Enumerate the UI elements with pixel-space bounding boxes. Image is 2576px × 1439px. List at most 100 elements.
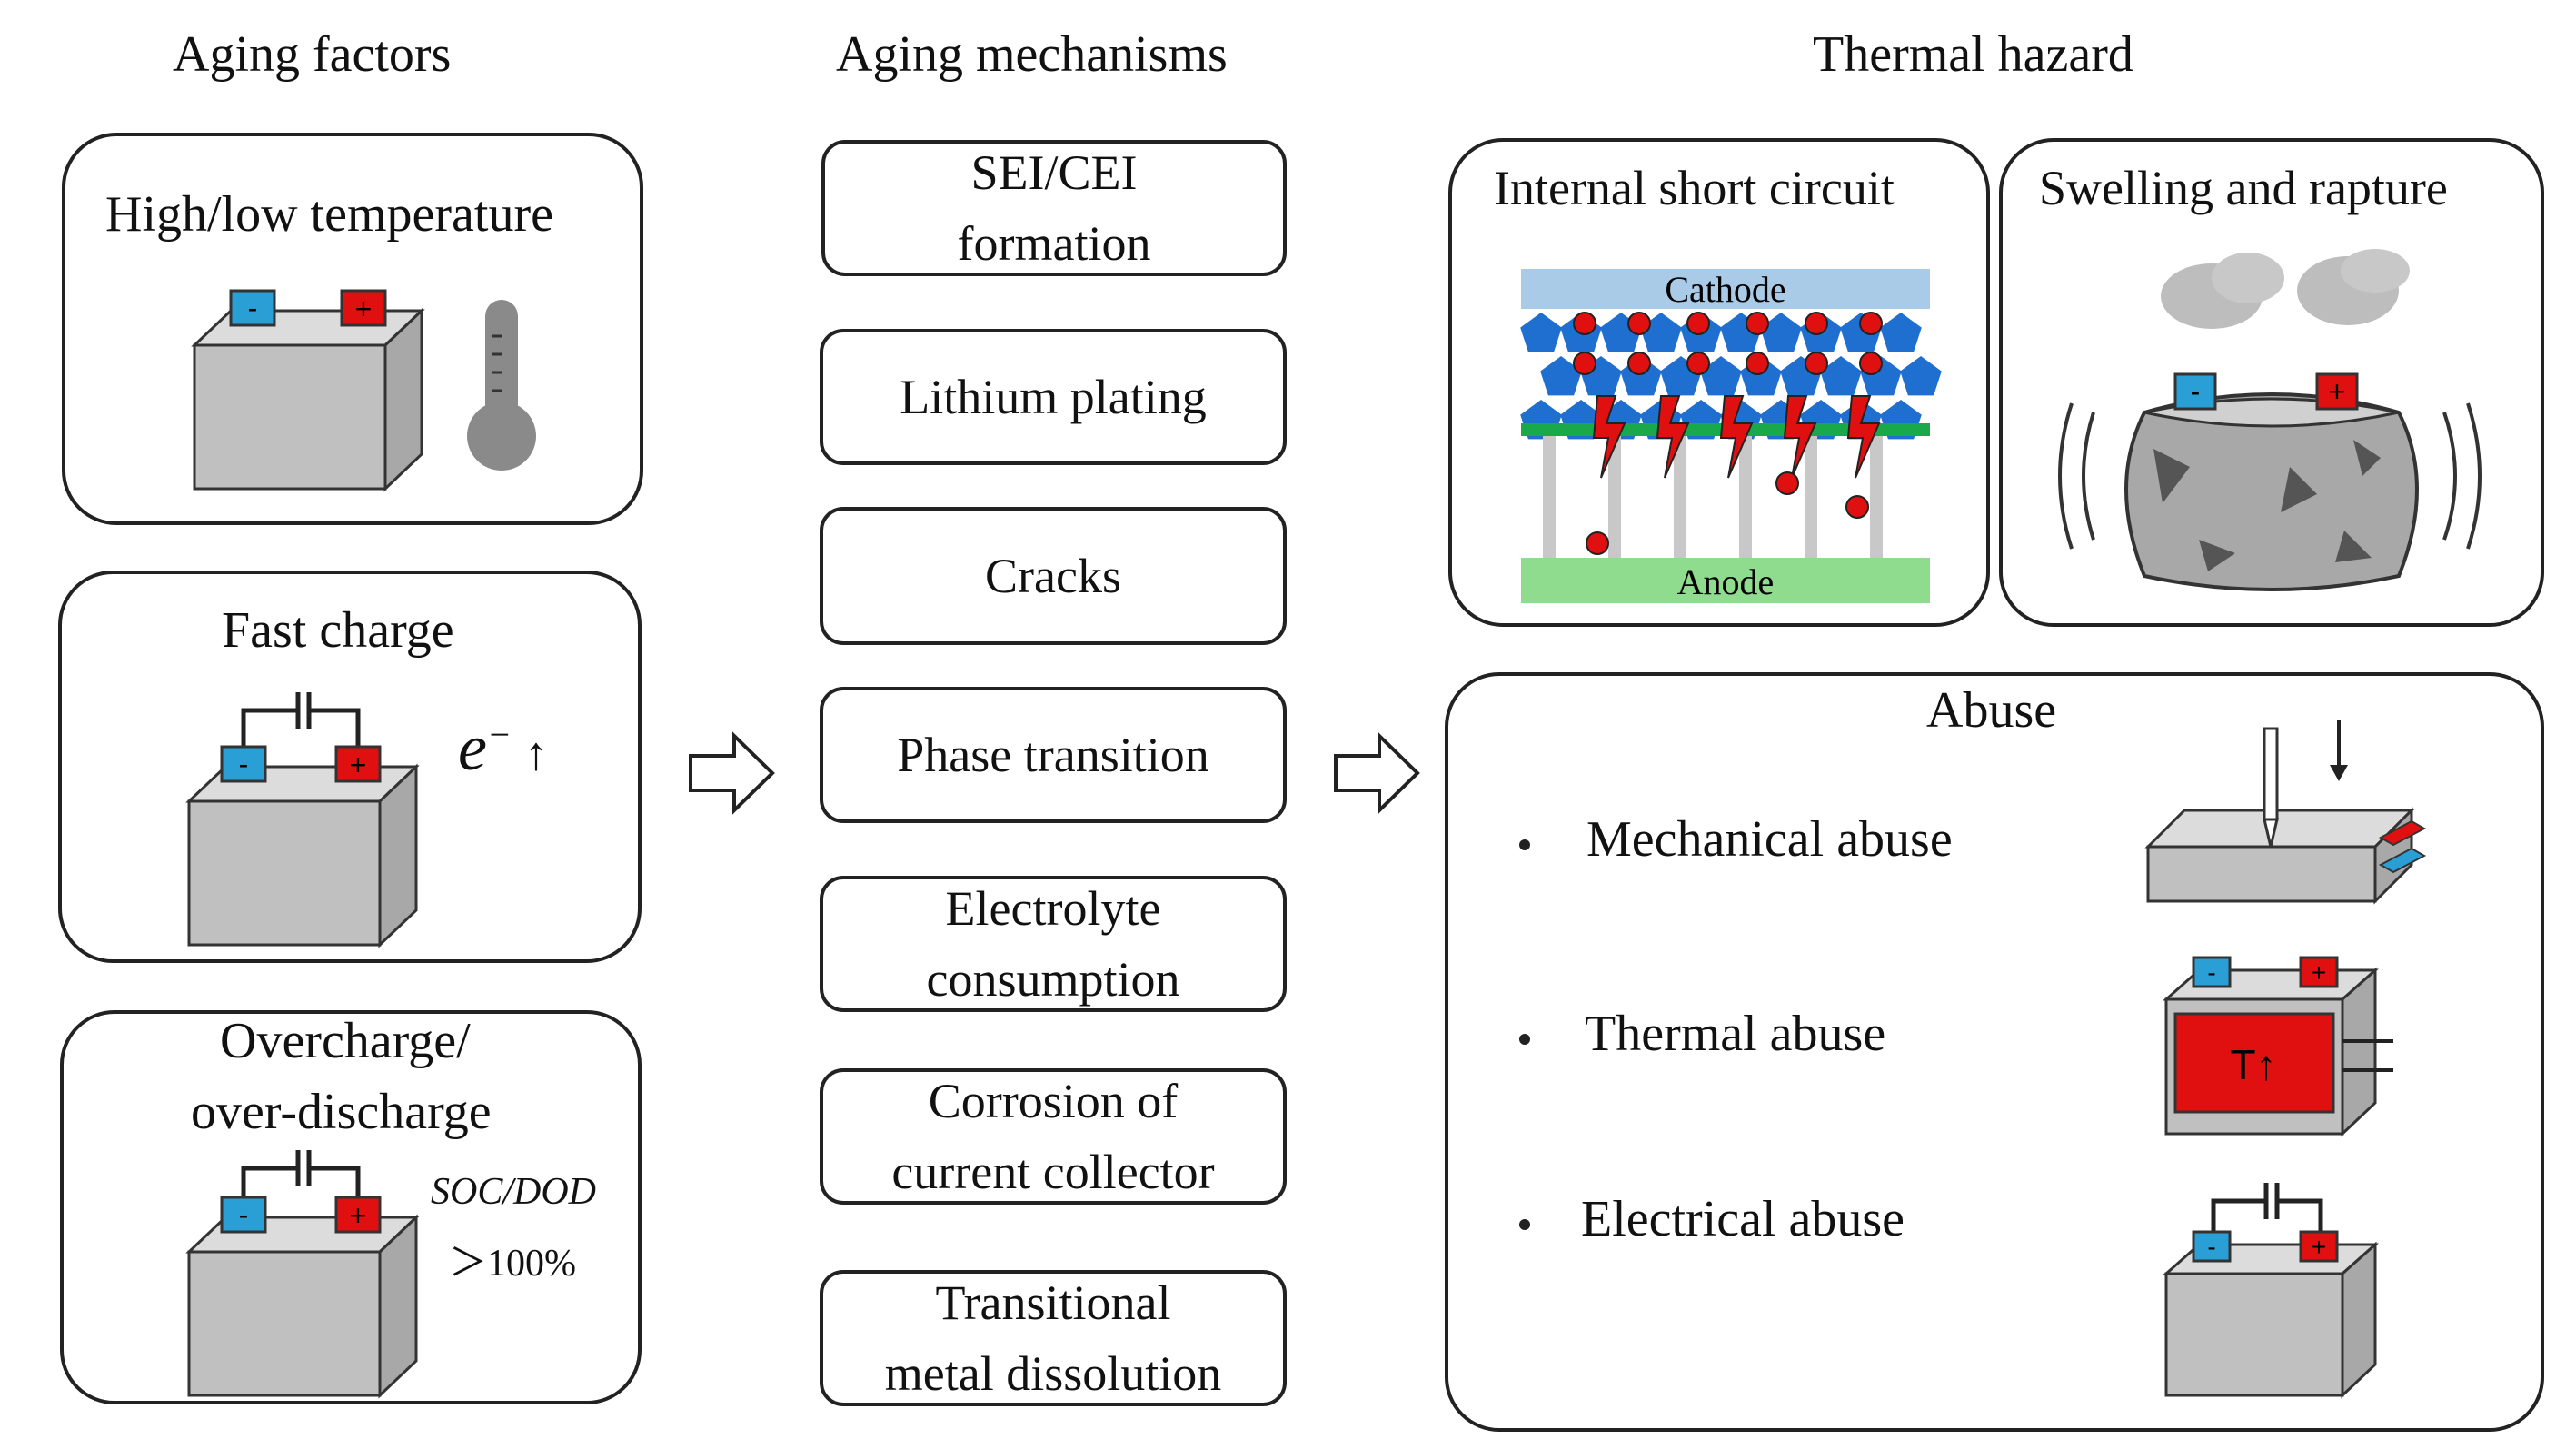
cathode-particle [1520,313,1562,352]
hazard-panel-abuse: Abuse Mechanical abuse Thermal abuse Ele… [1445,672,2544,1432]
abuse-item-mechanical: Mechanical abuse [1586,811,1953,868]
anode-label: Anode [1677,561,1775,602]
plus-symbol: + [350,749,367,781]
thermometer-icon [467,300,536,471]
anode-pillar [1739,436,1752,558]
cathode-particle [1700,356,1742,396]
lightning-icon [1656,395,1690,479]
mechanism-line1: Corrosion of [928,1073,1179,1128]
anode-pillar [1543,436,1556,558]
right-arrow-icon [1334,731,1420,815]
cathode-label: Cathode [1665,269,1785,310]
electron-symbol: e−↑ [458,710,548,786]
anode-pillar [1674,436,1686,558]
minus-symbol: - [2207,958,2215,987]
lithium-particle [1805,312,1828,335]
lithium-particle [1573,312,1596,335]
factor-title-overcharge-line1: Overcharge/ [220,1013,471,1069]
hazard-title-swelling: Swelling and rapture [2039,161,2448,215]
battery-icon: - + [191,289,425,492]
cathode-particle [1540,356,1582,396]
mechanism-box-phase-transition: Phase transition [820,687,1287,823]
factor-panel-fast-charge: Fast charge - + e−↑ [58,571,642,963]
battery-icon: - + [185,692,420,948]
minus-symbol: - [2207,1233,2215,1261]
soc-value: ＞100% [449,1243,576,1285]
mechanism-line1: SEI/CEI [970,144,1138,200]
mechanism-box-lithium-plating: Lithium plating [820,329,1287,465]
mechanism-line2: formation [957,216,1151,271]
lithium-particle [1859,312,1883,335]
hazard-title-short-circuit: Internal short circuit [1494,161,1895,215]
hazard-panel-swelling: Swelling and rapture - + [1999,138,2544,627]
factor-panel-temperature: High/low temperature - + [62,133,643,525]
lithium-particle [1686,312,1710,335]
mechanism-line2: metal dissolution [884,1346,1222,1401]
mechanism-line1: Phase transition [897,727,1209,782]
lightning-icon [1719,395,1754,479]
plus-symbol: + [355,293,373,325]
right-arrow-icon [689,731,775,815]
bullet [1519,1034,1530,1045]
mechanism-line1: Electrolyte [945,880,1161,936]
abuse-title: Abuse [1926,682,2057,739]
lithium-particle [1686,352,1710,375]
short-circuit-illustration: Cathode Anode [1520,269,1942,603]
battery-icon: - + [185,1150,420,1399]
mechanism-line1: Cracks [985,548,1121,603]
lithium-particle [1573,352,1596,375]
lightning-icon [1592,395,1626,479]
lightning-icon [1846,395,1881,479]
lithium-particle [1859,352,1883,375]
anode-pillars [1543,436,1883,558]
plus-symbol: + [2329,375,2346,408]
abuse-item-thermal: Thermal abuse [1585,1006,1886,1062]
minus-symbol: - [239,748,249,780]
mechanism-box-sei: SEI/CEI formation [821,140,1287,276]
factor-title-fast-charge: Fast charge [222,602,454,659]
lithium-particle [1746,352,1769,375]
lightning-icon [1592,395,1881,479]
battery-icon: T↑ - + [2163,956,2393,1137]
cathode-particle [1880,313,1922,352]
minus-symbol: - [2191,375,2201,408]
anode-pillar [1870,436,1883,558]
mechanism-line1: Lithium plating [900,369,1207,424]
lithium-particle [1746,312,1769,335]
minus-symbol: - [239,1198,249,1231]
column-title-factors: Aging factors [173,26,452,83]
swollen-battery-icon: - + [2058,372,2482,591]
abuse-item-electrical: Electrical abuse [1581,1191,1905,1247]
lithium-particle [1805,352,1828,375]
cathode-particle [1820,356,1862,396]
hazard-panel-short-circuit: Internal short circuit Cathode Anode [1448,138,1990,627]
minus-symbol: - [248,292,258,324]
soc-label: SOC/DOD [431,1171,597,1213]
bullet [1519,1219,1530,1230]
lightning-icon [1783,395,1817,479]
lithium-particle [1627,312,1651,335]
mechanism-box-cracks: Cracks [820,507,1287,645]
battery-icon: - + [2163,1183,2379,1399]
plus-symbol: + [2312,958,2326,987]
factor-panel-overcharge: Overcharge/ over-discharge - + SOC/DOD ＞… [60,1010,642,1404]
cathode-particle [1760,313,1802,352]
anode-pillar [1608,436,1621,558]
bullet [1519,839,1530,850]
mechanism-line1: Transitional [935,1275,1171,1330]
factor-title-overcharge-line2: over-discharge [191,1084,492,1140]
smoke-icon [2161,249,2410,329]
cathode-particle [1900,356,1942,396]
thermal-label: T↑ [2230,1041,2276,1088]
mechanism-box-electrolyte: Electrolyte consumption [820,876,1287,1012]
nail-icon [2144,720,2427,905]
electron-letter: e [458,711,487,784]
mechanism-box-metal-dissolution: Transitional metal dissolution [820,1270,1287,1406]
plus-symbol: + [350,1199,367,1232]
electron-superscript: − [486,714,512,755]
column-title-mechanisms: Aging mechanisms [836,26,1228,83]
mechanism-line2: consumption [926,952,1180,1007]
anode-pillar [1805,436,1817,558]
lithium-particle [1627,352,1651,375]
